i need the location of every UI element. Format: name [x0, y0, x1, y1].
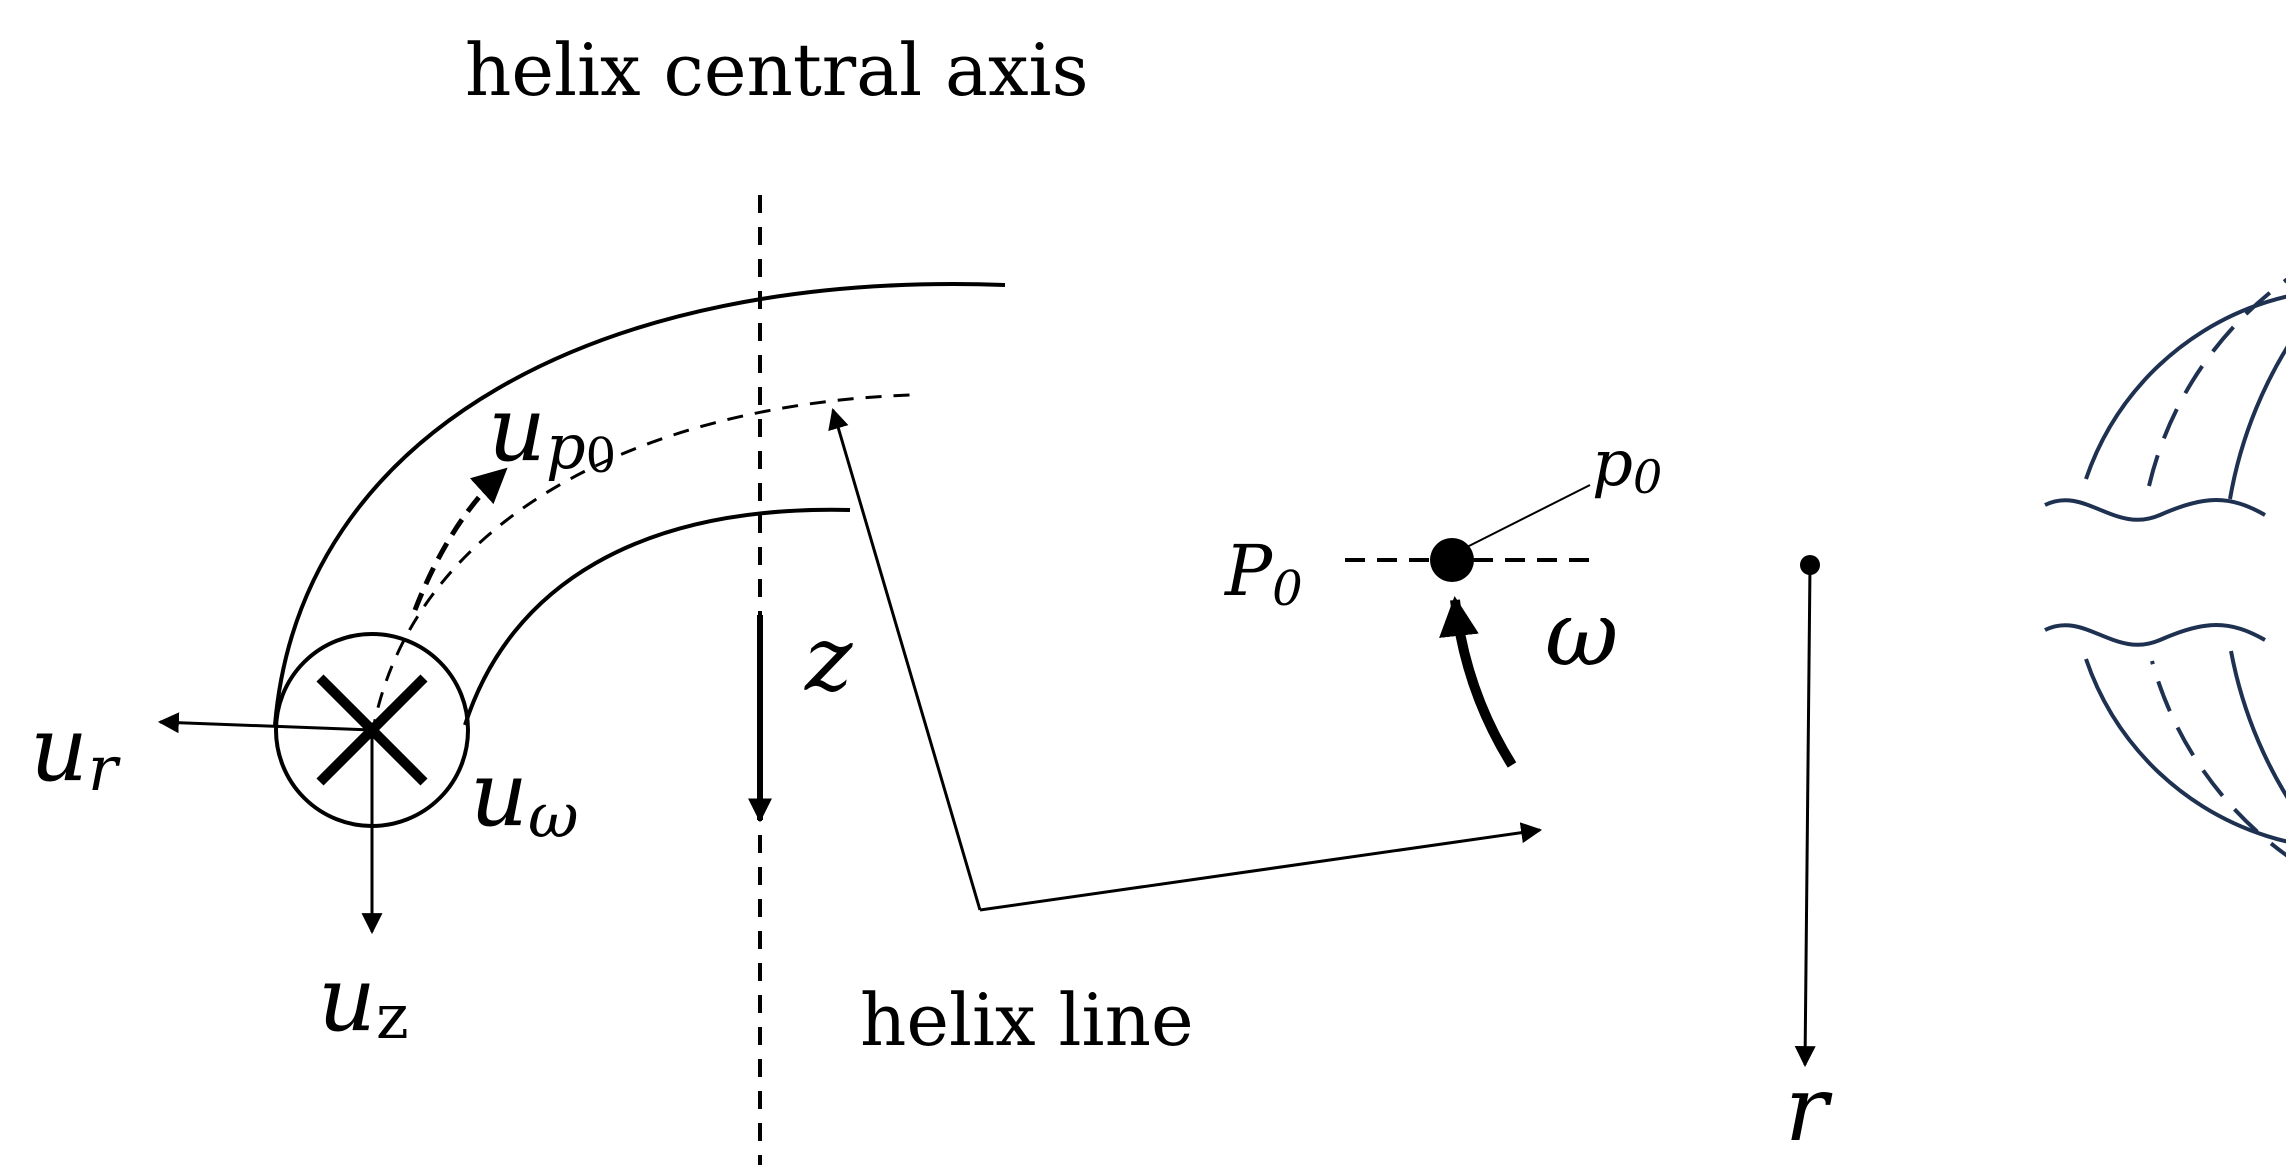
central-axis-label: helix central axis	[465, 28, 1089, 112]
r-arrow	[1794, 564, 1816, 1068]
P0-label: P0	[1223, 530, 1303, 617]
omega-label: ω	[1545, 582, 1618, 687]
break-wave-top	[2044, 498, 2266, 522]
helix-line-segment-up	[828, 407, 982, 911]
omega-rotation-arrow	[1439, 596, 1517, 768]
u-p0-arrow	[412, 467, 508, 611]
p0-leader-line	[1464, 484, 1591, 549]
break-wave-bottom	[2044, 623, 2266, 647]
tube-center-dashed-curve	[370, 393, 911, 736]
tube-outer-curve	[273, 282, 1006, 726]
helix-line-label: helix line	[860, 978, 1194, 1062]
u-omega-label: uω	[470, 742, 579, 852]
ring-inner-arc	[2084, 294, 2286, 844]
u-z-label: uz	[318, 947, 409, 1053]
z-axis-label: z	[804, 607, 853, 712]
u-r-arrow	[157, 712, 373, 734]
ring-outer-arc	[2228, 345, 2286, 799]
tube-inner-curve	[463, 507, 851, 726]
helix-line-segment-right	[979, 822, 1543, 912]
u-r-label: ur	[30, 697, 121, 805]
r-label: r	[1785, 1057, 1833, 1162]
p0-small-label: p0	[1592, 427, 1662, 504]
u-p0-label: up0	[488, 377, 616, 484]
p0-point	[1430, 538, 1474, 582]
